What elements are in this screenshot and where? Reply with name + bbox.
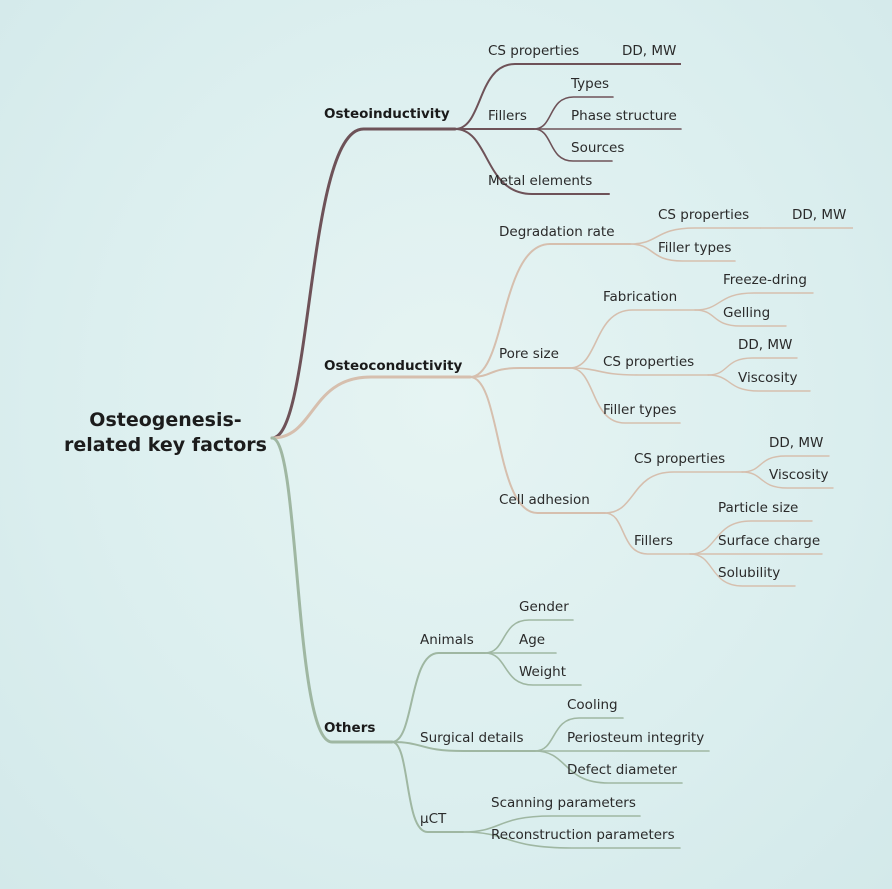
trunk-others bbox=[270, 436, 394, 744]
node-periosteum-integrity: Periosteum integrity bbox=[567, 730, 705, 746]
link-cell-viscosity bbox=[741, 471, 834, 489]
node-degradation-rate: Degradation rate bbox=[499, 224, 615, 240]
node-sources: Sources bbox=[571, 140, 625, 156]
root-title-line2: related key factors bbox=[64, 434, 267, 456]
node-cs-properties: CS properties bbox=[488, 43, 580, 59]
node-pore-size: Pore size bbox=[499, 346, 559, 362]
link-pore-dd-mw bbox=[707, 357, 798, 376]
link-cell-adhesion bbox=[469, 376, 606, 514]
trunk-osteoinductivity bbox=[270, 127, 457, 440]
node-pore-viscosity: Viscosity bbox=[738, 370, 798, 386]
link-defect-diameter bbox=[534, 750, 683, 784]
link-deg-filler-types bbox=[629, 243, 736, 262]
node-cell-dd-mw: DD, MW bbox=[769, 435, 824, 451]
link-freeze-dring bbox=[694, 292, 814, 311]
link-cell-cs-properties bbox=[604, 471, 743, 514]
branch-osteoconductivity: Osteoconductivity bbox=[324, 358, 463, 374]
link-deg-cs-properties bbox=[629, 227, 761, 245]
node-solubility: Solubility bbox=[718, 565, 781, 581]
link-metal-elements bbox=[454, 128, 610, 195]
node-uct: μCT bbox=[420, 811, 447, 827]
link-animals bbox=[391, 652, 486, 743]
link-scanning-parameters bbox=[462, 815, 641, 833]
link-pore-cs-properties bbox=[569, 367, 709, 376]
node-surgical-details: Surgical details bbox=[420, 730, 524, 746]
node-deg-dd-mw: DD, MW bbox=[792, 207, 847, 223]
link-weight bbox=[484, 652, 582, 686]
node-phase-structure: Phase structure bbox=[571, 108, 677, 124]
node-scanning-parameters: Scanning parameters bbox=[491, 795, 636, 811]
node-metal-elements: Metal elements bbox=[488, 173, 593, 189]
node-cell-adhesion: Cell adhesion bbox=[499, 492, 590, 508]
link-cooling bbox=[534, 717, 624, 752]
node-dd-mw: DD, MW bbox=[622, 43, 677, 59]
node-particle-size: Particle size bbox=[718, 500, 799, 516]
link-gelling bbox=[694, 309, 787, 327]
node-age: Age bbox=[519, 632, 546, 648]
node-fillers-types: Types bbox=[571, 76, 610, 92]
link-degradation-rate bbox=[469, 243, 631, 378]
node-deg-filler-types: Filler types bbox=[658, 240, 732, 256]
link-sources bbox=[533, 128, 613, 162]
node-gender: Gender bbox=[519, 599, 569, 615]
node-pore-dd-mw: DD, MW bbox=[738, 337, 793, 353]
node-fillers: Fillers bbox=[488, 108, 527, 124]
node-defect-diameter: Defect diameter bbox=[567, 762, 677, 778]
link-gender bbox=[484, 619, 574, 654]
link-solubility bbox=[689, 553, 796, 587]
node-animals: Animals bbox=[420, 632, 474, 648]
link-uct bbox=[391, 741, 464, 833]
branch-others: Others bbox=[324, 720, 376, 736]
node-surface-charge: Surface charge bbox=[718, 533, 821, 549]
link-pore-size bbox=[469, 367, 571, 378]
node-weight: Weight bbox=[519, 664, 567, 680]
node-fabrication: Fabrication bbox=[603, 289, 678, 305]
link-fillers-types bbox=[533, 96, 614, 130]
branch-osteoinductivity: Osteoinductivity bbox=[324, 106, 450, 122]
link-cs-properties bbox=[454, 63, 576, 130]
node-freeze-dring: Freeze-dring bbox=[723, 272, 807, 288]
trunk-osteoconductivity bbox=[270, 375, 472, 440]
link-reconstruction-parameters bbox=[462, 831, 681, 849]
link-surgical-details bbox=[391, 741, 536, 752]
link-fabrication bbox=[569, 309, 696, 369]
link-particle-size bbox=[689, 520, 813, 555]
node-cell-cs-properties: CS properties bbox=[634, 451, 726, 467]
link-pore-filler-types bbox=[569, 367, 681, 424]
root-node: Osteogenesis- related key factors bbox=[58, 408, 273, 458]
node-deg-cs-properties: CS properties bbox=[658, 207, 750, 223]
node-pore-filler-types: Filler types bbox=[603, 402, 677, 418]
node-reconstruction-parameters: Reconstruction parameters bbox=[491, 827, 675, 843]
node-gelling: Gelling bbox=[723, 305, 771, 321]
root-title-line1: Osteogenesis- bbox=[89, 409, 242, 431]
node-pore-cs-properties: CS properties bbox=[603, 354, 695, 370]
link-cell-fillers bbox=[604, 512, 691, 555]
node-cooling: Cooling bbox=[567, 697, 618, 713]
node-cell-fillers: Fillers bbox=[634, 533, 673, 549]
link-pore-viscosity bbox=[707, 374, 811, 392]
link-cell-dd-mw bbox=[741, 455, 830, 473]
node-cell-viscosity: Viscosity bbox=[769, 467, 829, 483]
